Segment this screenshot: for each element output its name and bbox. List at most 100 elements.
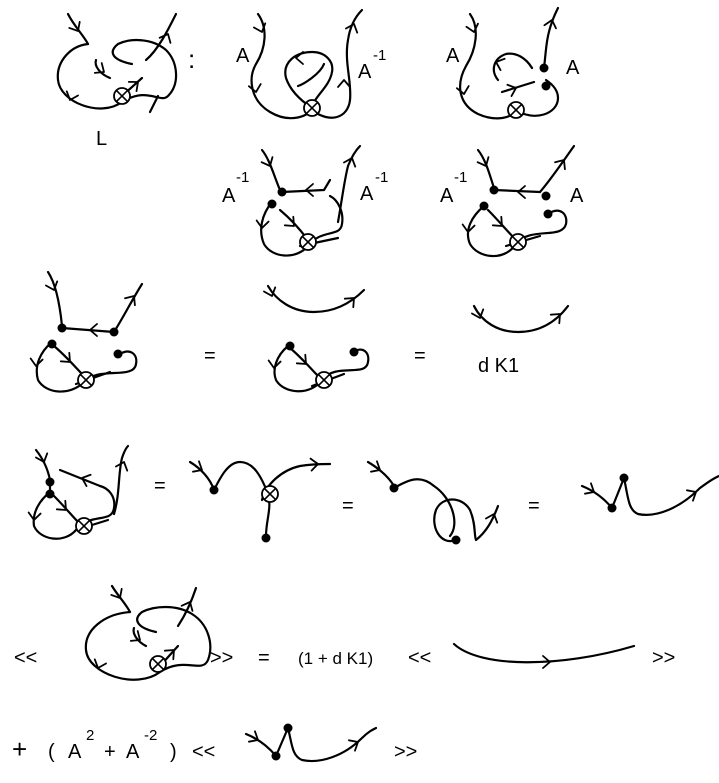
virtual-crossing-icon	[509, 233, 527, 251]
state-A-A: A A	[446, 6, 580, 120]
strand	[266, 284, 366, 314]
strand	[538, 144, 576, 194]
equals-sign: =	[154, 475, 166, 497]
paren-close: )	[170, 741, 177, 763]
knot-L: L	[56, 12, 178, 150]
strand	[452, 642, 636, 664]
strand	[622, 474, 719, 516]
strand	[492, 188, 542, 194]
strand	[610, 476, 626, 510]
state-vertex	[45, 477, 55, 487]
state-vertex	[451, 535, 461, 545]
state-vertex	[109, 327, 119, 337]
weight-A-inv-right-exp: -1	[375, 169, 388, 186]
strand	[260, 148, 282, 192]
equals-sign: =	[204, 345, 216, 367]
state-vertex	[209, 485, 219, 495]
state-vertex	[45, 489, 55, 499]
arrowhead-icon	[267, 359, 282, 370]
virtual-crossing-icon	[113, 87, 131, 105]
equals-sign: =	[342, 495, 354, 517]
strand	[492, 52, 534, 82]
virtual-crossing-icon	[507, 101, 525, 119]
virtual-crossing-icon	[149, 655, 167, 673]
strand	[56, 38, 178, 110]
state-vertex	[543, 209, 553, 219]
row4-arc	[452, 642, 636, 669]
state-vertex	[489, 185, 499, 195]
virtual-crossing-icon	[315, 371, 333, 389]
A2-base: A	[68, 741, 82, 763]
state-vertex	[261, 533, 271, 543]
Am2-exp: -2	[144, 727, 157, 744]
state-Ainv-A: A -1 A	[440, 144, 584, 258]
weight-A-inv-exp: -1	[454, 169, 467, 186]
arrowhead-icon	[253, 22, 269, 35]
weight-A-inv-left: A	[222, 185, 236, 207]
weight-A: A	[570, 185, 584, 207]
arrowhead-icon	[465, 22, 481, 35]
virtual-crossing-icon	[77, 371, 95, 389]
strand	[542, 6, 560, 70]
strand	[60, 326, 116, 334]
weight-A-inv-right: A	[360, 183, 374, 205]
virtual-crossing-icon	[303, 99, 321, 117]
plus-inner: +	[104, 741, 116, 763]
strand	[52, 344, 86, 378]
open-brackets: <<	[192, 741, 215, 763]
strand	[336, 144, 362, 224]
strand	[286, 726, 378, 763]
virtual-crossing-icon	[299, 233, 317, 251]
strand	[148, 94, 160, 114]
dK1-label: d K1	[478, 355, 519, 377]
state-vertex	[539, 63, 549, 73]
strand	[144, 12, 178, 62]
strand	[310, 8, 364, 119]
strand	[94, 58, 112, 80]
state-vertex	[47, 339, 57, 349]
row2-diagram-left	[29, 270, 144, 393]
strand	[500, 80, 536, 94]
strand	[46, 270, 64, 328]
state-vertex	[283, 723, 293, 733]
knot-label: L	[96, 128, 107, 150]
arrowhead-icon	[115, 459, 131, 472]
row3-diagram-2	[188, 457, 332, 543]
weight-A-left: A	[446, 45, 460, 67]
strand	[433, 498, 500, 543]
strand	[112, 444, 130, 516]
state-vertex	[57, 323, 67, 333]
state-vertex	[607, 503, 617, 513]
strand	[296, 62, 326, 88]
state-vertex	[271, 751, 281, 761]
coefficient-1-plus-dK1: (1 + d K1)	[298, 649, 373, 668]
row3-diagram-3	[366, 460, 501, 545]
weight-A-inv: A	[440, 185, 454, 207]
strand	[514, 78, 560, 117]
strand	[472, 304, 570, 334]
state-vertex	[267, 199, 277, 209]
weight-A-inv-exp: -1	[373, 47, 386, 64]
equals-sign: =	[414, 345, 426, 367]
state-vertex	[541, 81, 551, 91]
row5-diagram	[244, 723, 378, 763]
weight-A-inv-left-exp: -1	[236, 169, 249, 186]
strand	[274, 726, 290, 758]
state-vertex	[113, 349, 123, 359]
paren-open: (	[48, 741, 55, 763]
row2-diagram-right: d K1	[471, 304, 570, 377]
strand	[366, 460, 396, 488]
row4-knot	[84, 584, 212, 681]
arrowhead-icon	[29, 357, 44, 368]
strand	[176, 586, 198, 628]
strand	[212, 460, 271, 538]
open-brackets: <<	[408, 647, 431, 669]
arrowhead-icon	[283, 215, 300, 232]
A2-exp: 2	[86, 727, 94, 744]
strand	[476, 148, 496, 190]
state-vertex	[479, 201, 489, 211]
state-vertex	[389, 483, 399, 493]
strand	[58, 468, 102, 488]
state-vertex	[277, 187, 287, 197]
